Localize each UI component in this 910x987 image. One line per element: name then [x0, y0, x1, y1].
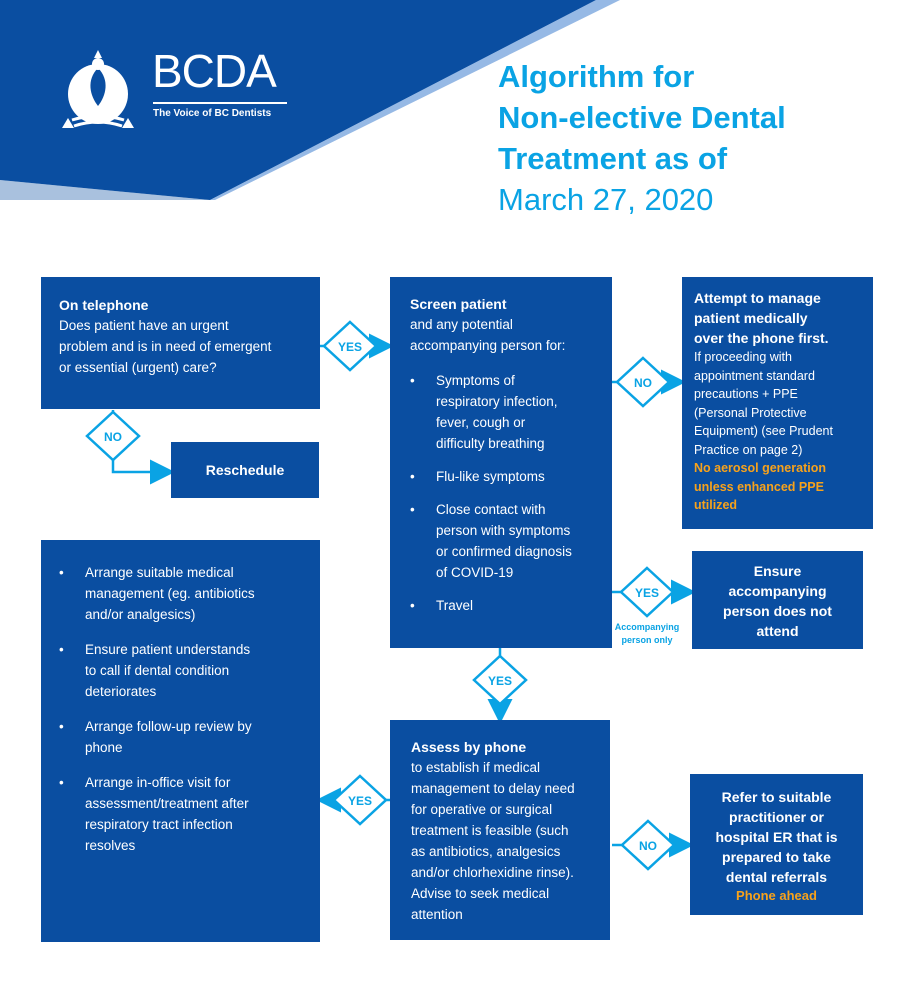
telephone-line: Does patient have an urgent [59, 318, 229, 333]
refer-line: hospital ER that is [715, 829, 838, 845]
refer-line: Refer to suitable [721, 789, 832, 805]
manage-warning: utilized [694, 498, 738, 512]
list-item: Symptoms of respiratory infection, fever… [410, 370, 602, 454]
decision-no-1 [85, 410, 141, 462]
care-list: Arrange suitable medical management (eg.… [59, 562, 310, 856]
title-line-1: Algorithm for [498, 59, 695, 94]
ensure-line: accompanying [728, 583, 827, 599]
bcda-logo: BCDA The Voice of BC Dentists [56, 46, 306, 136]
manage-box: Attempt to manage patient medically over… [682, 277, 873, 529]
decision-yes-3 [472, 654, 528, 706]
arrow-telephone-to-reschedule [111, 410, 175, 485]
care-box: Arrange suitable medical management (eg.… [41, 540, 320, 942]
manage-warning: unless enhanced PPE [694, 479, 824, 494]
assess-line: to establish if medical [411, 760, 541, 775]
brand-divider [153, 102, 287, 104]
assess-line: for operative or surgical [411, 802, 553, 817]
assess-line: attention [411, 907, 463, 922]
list-item: Arrange in-office visit for assessment/t… [59, 772, 310, 856]
list-item: Ensure patient understands to call if de… [59, 639, 310, 702]
title-line-2: Non-elective Dental [498, 100, 786, 135]
no-label-3: NO [639, 839, 657, 853]
screen-list: Symptoms of respiratory infection, fever… [410, 370, 602, 616]
assess-heading: Assess by phone [411, 739, 527, 755]
list-item: Arrange follow-up review by phone [59, 716, 310, 758]
manage-line: If proceeding with [694, 350, 792, 364]
decision-no-2 [615, 356, 671, 408]
title-date: March 27, 2020 [498, 182, 714, 217]
screen-heading: Screen patient [410, 296, 507, 312]
page-title: Algorithm for Non-elective Dental Treatm… [498, 56, 898, 220]
manage-line: precautions + PPE [694, 387, 798, 401]
decision-yes-4 [332, 774, 388, 826]
yes-label-3: YES [488, 674, 512, 688]
assess-line: treatment is feasible (such [411, 823, 569, 838]
telephone-box: On telephone Does patient have an urgent… [41, 277, 320, 409]
no-label-2: NO [634, 376, 652, 390]
telephone-line: problem and is in need of emergent [59, 339, 272, 354]
screen-line: and any potential [410, 317, 513, 332]
list-item: Travel [410, 595, 602, 616]
accompanying-note-line-1: Accompanying [615, 622, 680, 632]
manage-heading: Attempt to manage [694, 290, 821, 306]
manage-heading: patient medically [694, 310, 808, 326]
assess-box: Assess by phone to establish if medical … [390, 720, 610, 940]
assess-line: as antibiotics, analgesics [411, 844, 561, 859]
bcda-emblem-icon [62, 50, 134, 128]
list-item: Flu-like symptoms [410, 466, 602, 487]
brand-tagline: The Voice of BC Dentists [153, 108, 272, 119]
yes-label-1: YES [338, 340, 362, 354]
decision-yes-2 [619, 566, 675, 618]
manage-line: appointment standard [694, 368, 815, 383]
ensure-line: person does not [723, 603, 832, 619]
accompanying-note-line-2: person only [621, 635, 672, 645]
decision-no-3 [620, 819, 676, 871]
refer-line: practitioner or [729, 809, 824, 825]
yes-label-4: YES [348, 794, 372, 808]
assess-line: Advise to seek medical [411, 886, 550, 901]
brand-name: BCDA [152, 45, 277, 97]
telephone-heading: On telephone [59, 297, 149, 313]
ensure-line: attend [756, 623, 799, 639]
assess-line: management to delay need [411, 781, 575, 796]
manage-line: (Personal Protective [694, 405, 807, 420]
screen-box: Screen patient and any potential accompa… [390, 277, 612, 648]
screen-line: accompanying person for: [410, 338, 566, 353]
yes-label-2: YES [635, 586, 659, 600]
ensure-box: Ensure accompanying person does not atte… [692, 551, 863, 649]
telephone-line: or essential (urgent) care? [59, 360, 217, 375]
ensure-line: Ensure [753, 563, 802, 579]
refer-box: Refer to suitable practitioner or hospit… [690, 774, 863, 915]
refer-line: dental referrals [725, 869, 828, 885]
assess-line: and/or chlorhexidine rinse). [411, 865, 574, 880]
refer-line: prepared to take [722, 849, 831, 865]
decision-yes-1 [322, 320, 378, 372]
reschedule-label: Reschedule [205, 462, 285, 478]
title-line-3: Treatment as of [498, 141, 728, 176]
header-banner [0, 0, 620, 200]
no-label-1: NO [104, 430, 122, 444]
list-item: Arrange suitable medical management (eg.… [59, 562, 310, 625]
manage-warning: No aerosol generation [694, 461, 826, 475]
reschedule-box: Reschedule [171, 442, 319, 498]
manage-heading: over the phone first. [694, 330, 829, 346]
refer-warning: Phone ahead [736, 888, 817, 903]
manage-line: Equipment) (see Prudent [694, 424, 833, 438]
list-item: Close contact with person with symptoms … [410, 499, 602, 583]
manage-line: Practice on page 2) [694, 442, 803, 457]
